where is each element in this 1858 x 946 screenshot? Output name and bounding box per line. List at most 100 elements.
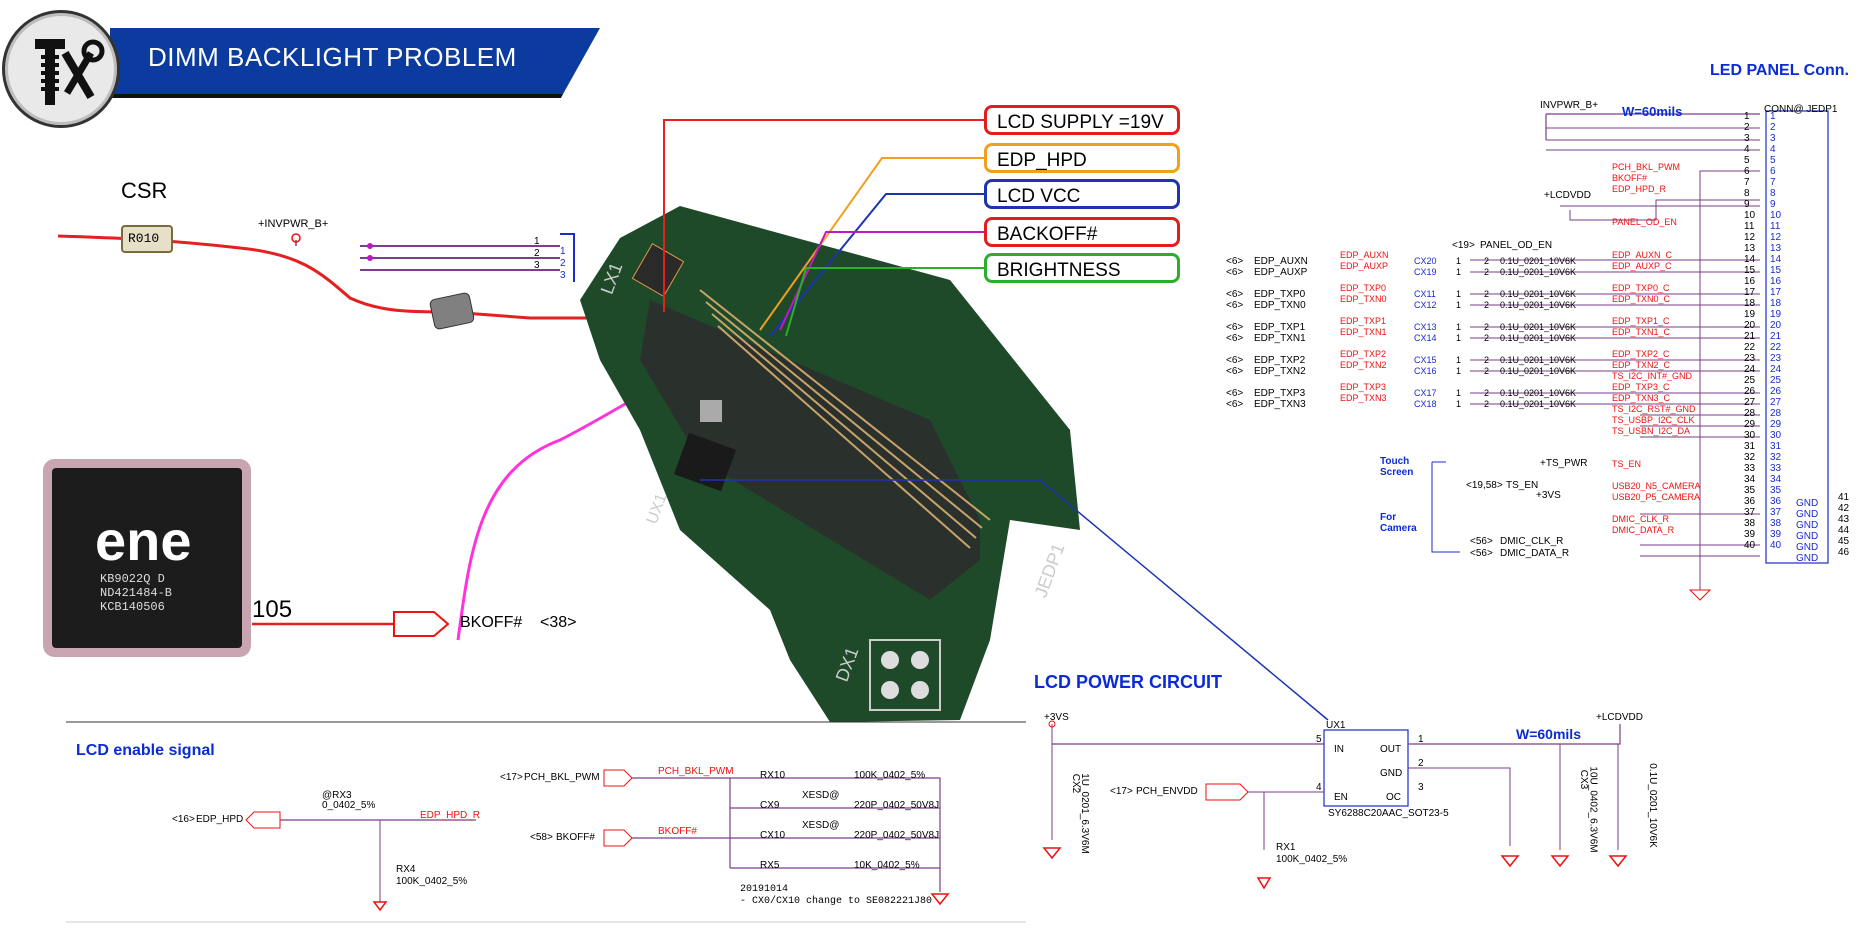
cap-pin-1: 1 bbox=[1456, 300, 1462, 310]
cap-pin-1: 1 bbox=[1456, 399, 1462, 409]
connector-net-label: DMIC_DATA_R bbox=[1612, 525, 1675, 535]
in-net-cap-value: 0.1U_0201_10V6K bbox=[1500, 289, 1577, 299]
in-net-name: EDP_TXP2 bbox=[1254, 355, 1306, 366]
ic-pin-num-2: 2 bbox=[1418, 758, 1424, 769]
connector-pin-left: 1 bbox=[1744, 111, 1750, 122]
in-net-name: EDP_TXN2 bbox=[1254, 366, 1306, 377]
ic-pin-num-5: 5 bbox=[1316, 734, 1322, 745]
in-net-name: EDP_AUXP bbox=[1254, 267, 1308, 278]
gnd-pin-num: 45 bbox=[1838, 536, 1850, 547]
in-net-ref: <6> bbox=[1226, 267, 1244, 278]
connector-pin-right: 23 bbox=[1770, 353, 1782, 364]
connector-pin-right: 27 bbox=[1770, 397, 1782, 408]
in-net-cap: CX12 bbox=[1414, 300, 1437, 310]
connector-net-label: TS_USBN_I2C_DA bbox=[1612, 426, 1691, 436]
in-net-signal: EDP_TXN0 bbox=[1340, 294, 1387, 304]
in-net-cap-value: 0.1U_0201_10V6K bbox=[1500, 322, 1577, 332]
in-net-name: EDP_TXN1 bbox=[1254, 333, 1306, 344]
in-net-name: EDP_TXP3 bbox=[1254, 388, 1306, 399]
rx10-value: 100K_0402_5% bbox=[854, 770, 926, 781]
connector-pin-left: 40 bbox=[1744, 540, 1756, 551]
connector-pin-right: 5 bbox=[1770, 155, 1776, 166]
in-net-ref: <6> bbox=[1226, 322, 1244, 333]
connector-pin-left: 39 bbox=[1744, 529, 1756, 540]
in-net-cap-value: 0.1U_0201_10V6K bbox=[1500, 267, 1577, 277]
connector-pin-left: 10 bbox=[1744, 210, 1756, 221]
connector-pin-right: 15 bbox=[1770, 265, 1782, 276]
connector-invpwr: INVPWR_B+ bbox=[1540, 100, 1599, 111]
connector-pin-left: 2 bbox=[1744, 122, 1750, 133]
gnd-pin-label: GND bbox=[1796, 553, 1819, 564]
connector-pin-right: 34 bbox=[1770, 474, 1782, 485]
note-date: 20191014 bbox=[740, 884, 789, 895]
connector-pin-left: 37 bbox=[1744, 507, 1756, 518]
in-net-cap-value: 0.1U_0201_10V6K bbox=[1500, 256, 1577, 266]
in-net-signal: EDP_TXP2 bbox=[1340, 349, 1387, 359]
left-pin-1: 1 bbox=[534, 236, 540, 247]
cx9-label: CX9 bbox=[760, 800, 780, 811]
cx9-value: 220P_0402_50V8J bbox=[854, 800, 940, 811]
connector-net-label: TS_USBP_I2C_CLK bbox=[1612, 415, 1695, 425]
chip-line-3: KCB140506 bbox=[100, 600, 165, 614]
rx5-label: RX5 bbox=[760, 860, 780, 871]
ic-pin-en: EN bbox=[1334, 792, 1348, 803]
in-net-ref: <6> bbox=[1226, 366, 1244, 377]
cap-pin-2: 2 bbox=[1484, 267, 1490, 277]
dmic-data-label: DMIC_DATA_R bbox=[1500, 548, 1570, 559]
callout-brightness: BRIGHTNESS bbox=[984, 253, 1180, 283]
envdd-label: PCH_ENVDD bbox=[1136, 786, 1198, 797]
ts-3vs-label: +3VS bbox=[1536, 490, 1561, 501]
panel-od-ref: <19> bbox=[1452, 240, 1475, 251]
connector-pin-right: 7 bbox=[1770, 177, 1776, 188]
enable-title: LCD enable signal bbox=[76, 742, 215, 759]
cap-pin-1: 1 bbox=[1456, 388, 1462, 398]
gnd-pin-num: 44 bbox=[1838, 525, 1850, 536]
ic-pin-num-1: 1 bbox=[1418, 734, 1424, 745]
connector-pin-left: 24 bbox=[1744, 364, 1756, 375]
page-title: DIMM BACKLIGHT PROBLEM bbox=[148, 42, 517, 72]
cap-pin-1: 1 bbox=[1456, 355, 1462, 365]
connector-pin-right: 22 bbox=[1770, 342, 1782, 353]
left-pin-num-2: 2 bbox=[560, 258, 566, 269]
in-net-cap: CX14 bbox=[1414, 333, 1437, 343]
connector-net-label: EDP_TXN0_C bbox=[1612, 294, 1671, 304]
connector-width: W=60mils bbox=[1622, 104, 1683, 119]
in-net-cap: CX16 bbox=[1414, 366, 1437, 376]
edp-hpd-label: EDP_HPD bbox=[196, 814, 244, 825]
connector-pin-left: 18 bbox=[1744, 298, 1756, 309]
csr-label: CSR bbox=[121, 178, 168, 203]
in-net-cap: CX18 bbox=[1414, 399, 1437, 409]
connector-pin-right: 16 bbox=[1770, 276, 1782, 287]
connector-pin-left: 25 bbox=[1744, 375, 1756, 386]
pwm-ref: <17> bbox=[500, 772, 523, 783]
rx4-value: 100K_0402_5% bbox=[396, 876, 468, 887]
in-net-cap-value: 0.1U_0201_10V6K bbox=[1500, 355, 1577, 365]
in-net-cap: CX11 bbox=[1414, 289, 1436, 299]
bkoff-en-ref: <58> bbox=[530, 832, 553, 843]
in-net-name: EDP_TXN3 bbox=[1254, 399, 1306, 410]
in-net-signal: EDP_TXN1 bbox=[1340, 327, 1387, 337]
connector-pin-left: 6 bbox=[1744, 166, 1750, 177]
connector-lcdvdd: +LCDVDD bbox=[1544, 190, 1591, 201]
lcd-power-title: LCD POWER CIRCUIT bbox=[1034, 672, 1222, 692]
rx3-label: @RX3 bbox=[322, 790, 352, 801]
connector-pin-left: 29 bbox=[1744, 419, 1756, 430]
cap-pin-2: 2 bbox=[1484, 388, 1490, 398]
ts-en-label: TS_EN bbox=[1506, 480, 1539, 491]
ic-pin-oc: OC bbox=[1386, 792, 1401, 803]
gnd-pin-num: 41 bbox=[1838, 492, 1850, 503]
in-net-cap-value: 0.1U_0201_10V6K bbox=[1500, 388, 1577, 398]
cap-pin-1: 1 bbox=[1456, 289, 1462, 299]
connector-pin-right: 3 bbox=[1770, 133, 1776, 144]
pin-105-label: 105 bbox=[252, 596, 293, 623]
connector-pin-right: 21 bbox=[1770, 331, 1782, 342]
connector-pin-left: 15 bbox=[1744, 265, 1756, 276]
ic-pin-num-3: 3 bbox=[1418, 782, 1424, 793]
in-net-signal: EDP_TXN2 bbox=[1340, 360, 1387, 370]
connector-net-label: TS_EN bbox=[1612, 459, 1642, 469]
cap-pin-2: 2 bbox=[1484, 300, 1490, 310]
gnd-pin-num: 42 bbox=[1838, 503, 1850, 514]
in-net-signal: EDP_AUXN bbox=[1340, 250, 1389, 260]
dmic-clk-label: DMIC_CLK_R bbox=[1500, 536, 1564, 547]
connector-pin-right: 19 bbox=[1770, 309, 1782, 320]
